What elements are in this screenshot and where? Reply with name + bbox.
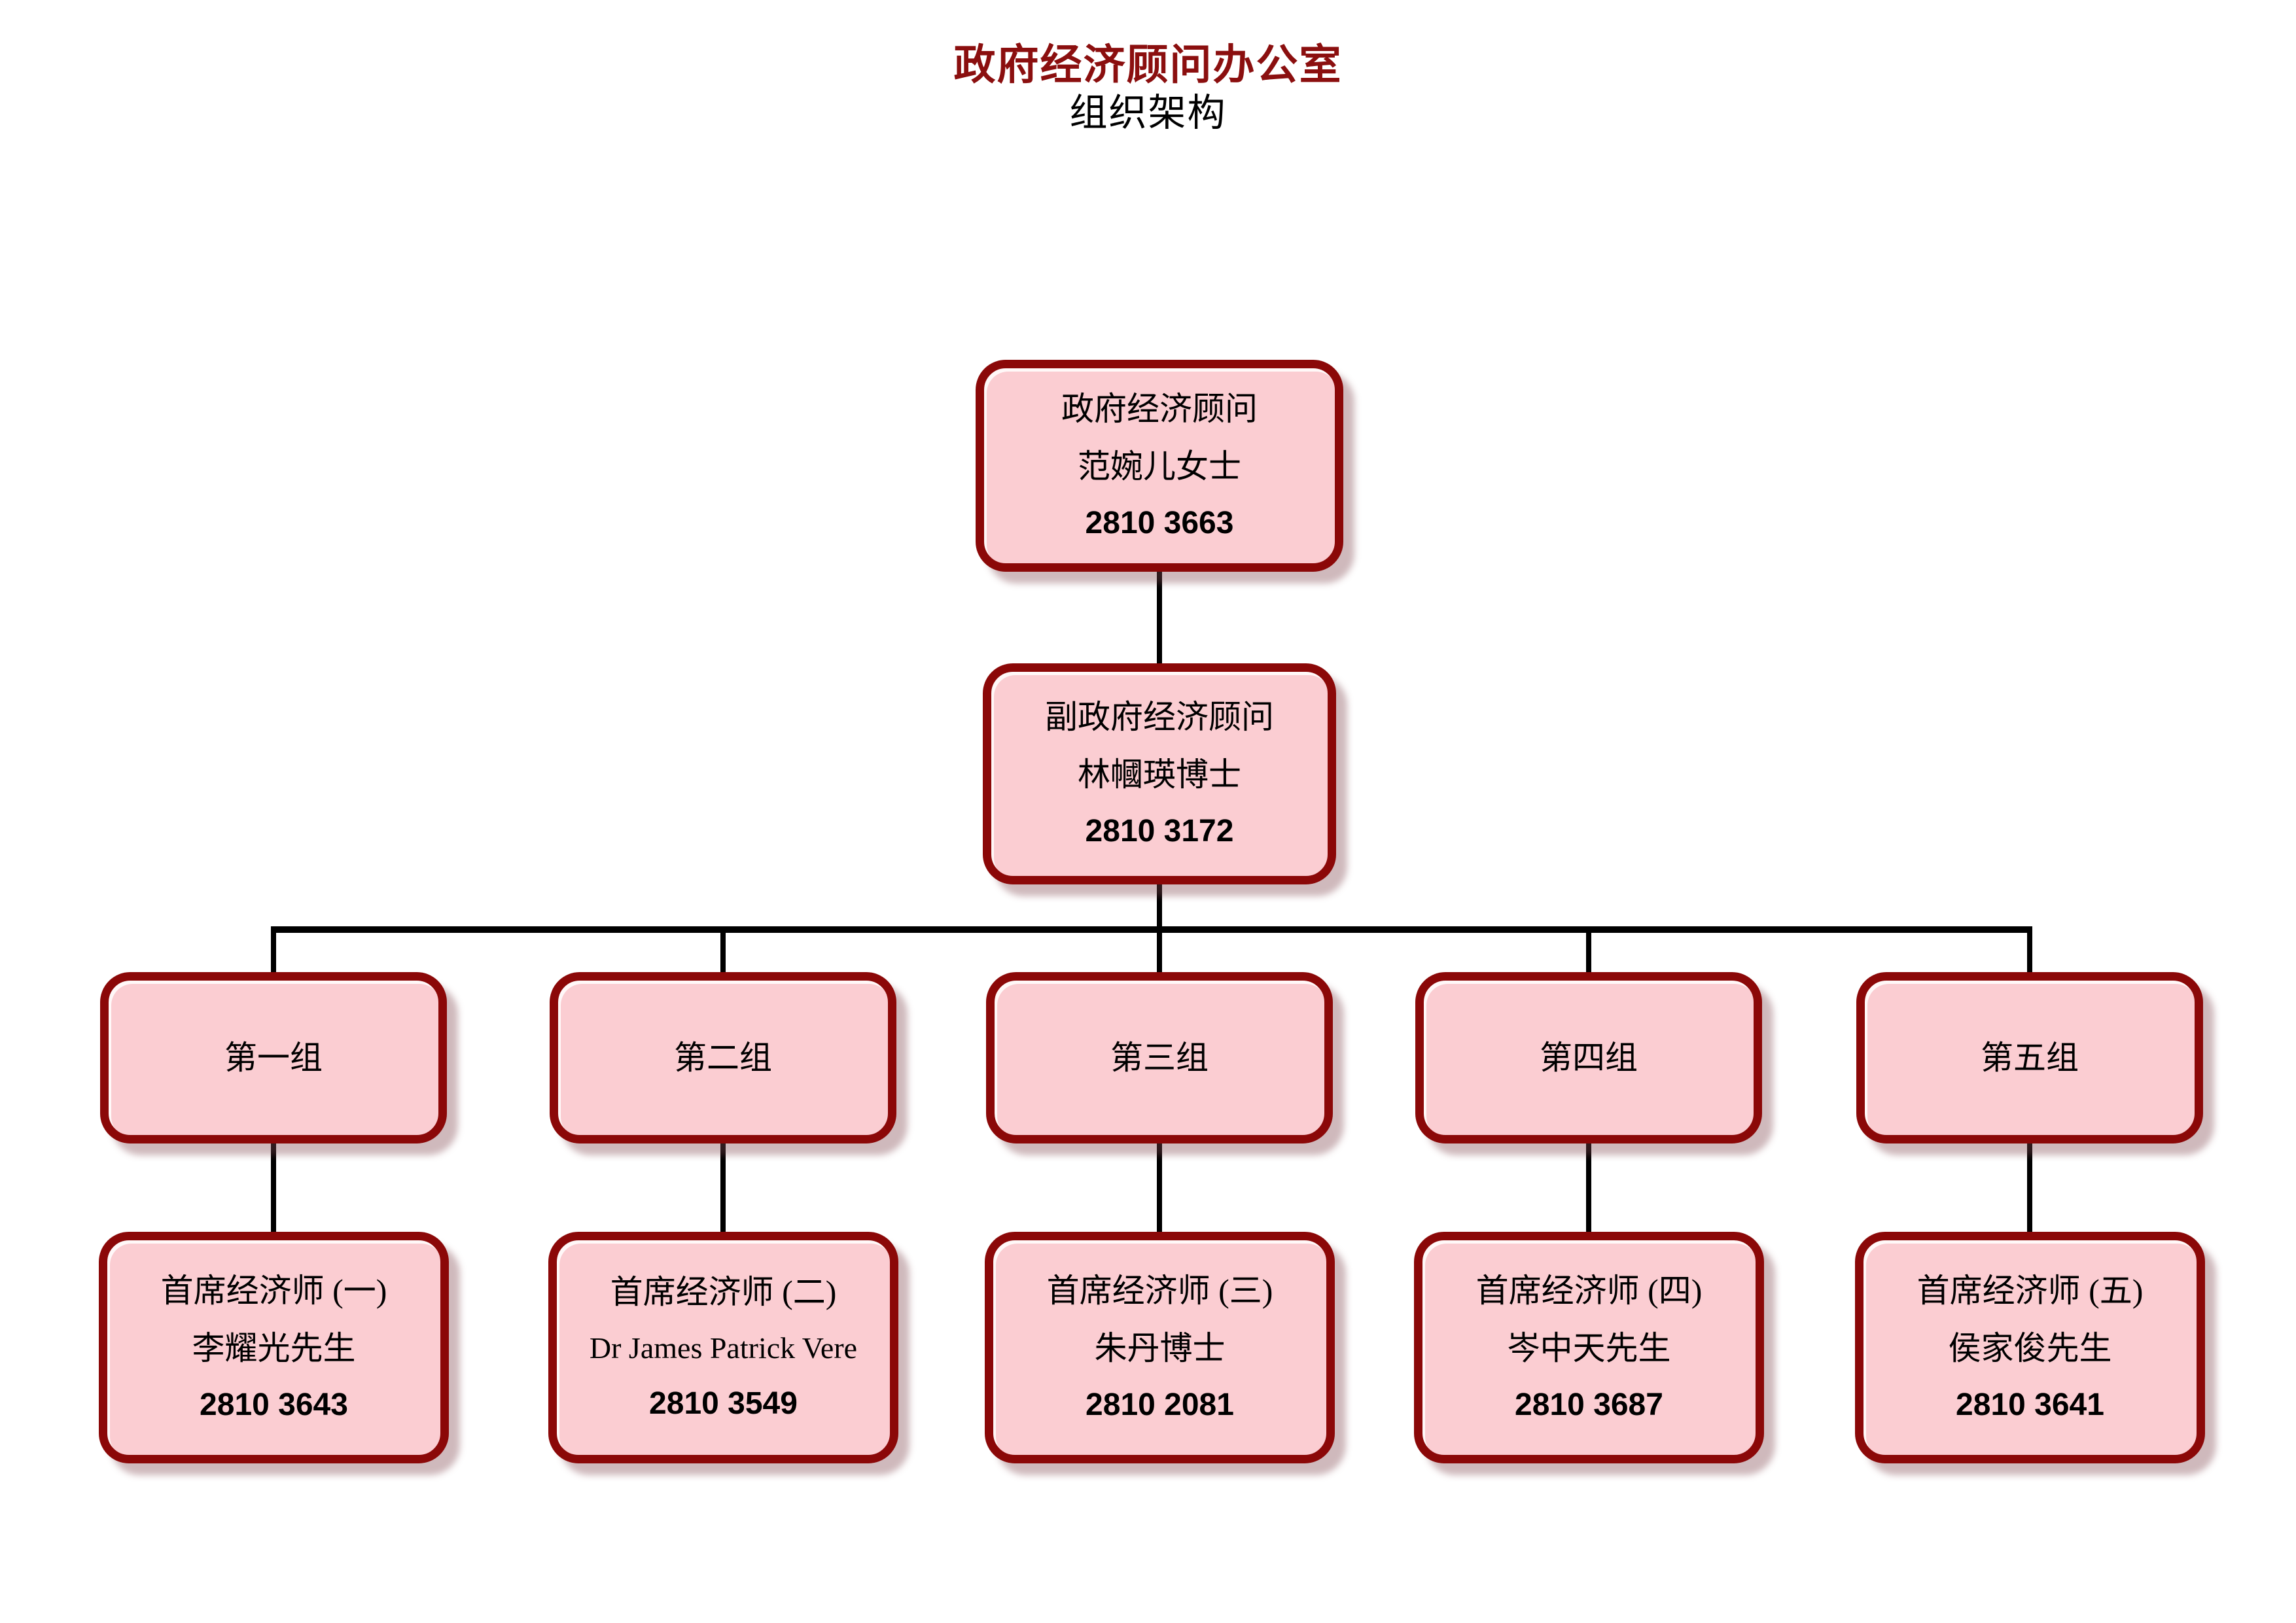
principal-economist-5-name: 侯家俊先生 — [1948, 1330, 2112, 1367]
connector-division-1-to-economist-1 — [271, 1138, 276, 1236]
node-principal-economist-2: 首席经济师 (二) Dr James Patrick Vere 2810 354… — [548, 1232, 898, 1463]
connector-bar-to-division-5 — [2027, 929, 2032, 976]
principal-economist-5-post: 首席经济师 (五) — [1916, 1272, 2144, 1309]
connector-division-4-to-economist-4 — [1586, 1138, 1591, 1236]
connector-horizontal-bar — [271, 926, 2032, 933]
division-2-label: 第二组 — [674, 1039, 772, 1076]
principal-economist-4-post: 首席经济师 (四) — [1475, 1272, 1703, 1309]
principal-economist-3-post: 首席经济师 (三) — [1046, 1272, 1273, 1309]
connector-bar-to-division-1 — [271, 929, 276, 976]
node-division-5: 第五组 — [1856, 972, 2203, 1143]
principal-economist-1-name: 李耀光先生 — [192, 1330, 356, 1367]
node-principal-economist-3: 首席经济师 (三) 朱丹博士 2810 2081 — [985, 1232, 1335, 1463]
principal-economist-1-phone: 2810 3643 — [200, 1387, 348, 1422]
node-division-3: 第三组 — [986, 972, 1333, 1143]
connector-ge-to-deputy — [1157, 568, 1162, 666]
connector-deputy-to-bar — [1157, 882, 1162, 929]
principal-economist-4-phone: 2810 3687 — [1515, 1387, 1663, 1422]
connector-bar-to-division-4 — [1586, 929, 1591, 976]
node-principal-economist-4: 首席经济师 (四) 岑中天先生 2810 3687 — [1414, 1232, 1764, 1463]
principal-economist-2-phone: 2810 3549 — [649, 1386, 798, 1421]
node-principal-economist-5: 首席经济师 (五) 侯家俊先生 2810 3641 — [1855, 1232, 2205, 1463]
division-4-label: 第四组 — [1540, 1039, 1638, 1076]
principal-economist-5-phone: 2810 3641 — [1956, 1387, 2104, 1422]
connector-division-5-to-economist-5 — [2027, 1138, 2032, 1236]
connector-division-2-to-economist-2 — [720, 1138, 726, 1236]
page-title: 政府经济顾问办公室 — [953, 42, 1343, 88]
node-division-1: 第一组 — [100, 972, 447, 1143]
connector-bar-to-division-2 — [720, 929, 726, 976]
node-deputy-government-economist: 副政府经济顾问 林幗瑛博士 2810 3172 — [983, 663, 1336, 884]
deputy-government-economist-name: 林幗瑛博士 — [1078, 756, 1241, 793]
division-3-label: 第三组 — [1110, 1039, 1209, 1076]
principal-economist-4-name: 岑中天先生 — [1507, 1330, 1671, 1367]
principal-economist-2-name: Dr James Patrick Vere — [589, 1331, 858, 1365]
division-1-label: 第一组 — [224, 1039, 323, 1076]
principal-economist-3-name: 朱丹博士 — [1094, 1330, 1226, 1367]
division-5-label: 第五组 — [1981, 1039, 2079, 1076]
node-government-economist: 政府经济顾问 范婉儿女士 2810 3663 — [976, 360, 1343, 572]
government-economist-phone: 2810 3663 — [1085, 506, 1234, 540]
connector-bar-to-division-3 — [1157, 929, 1162, 976]
node-division-2: 第二组 — [550, 972, 896, 1143]
deputy-government-economist-post: 副政府经济顾问 — [1045, 699, 1274, 735]
node-division-4: 第四组 — [1415, 972, 1762, 1143]
deputy-government-economist-phone: 2810 3172 — [1085, 814, 1234, 848]
page-subtitle: 组织架构 — [1069, 92, 1227, 134]
principal-economist-2-post: 首席经济师 (二) — [610, 1274, 837, 1310]
government-economist-name: 范婉儿女士 — [1078, 448, 1241, 485]
node-principal-economist-1: 首席经济师 (一) 李耀光先生 2810 3643 — [99, 1232, 449, 1463]
principal-economist-1-post: 首席经济师 (一) — [160, 1272, 387, 1309]
principal-economist-3-phone: 2810 2081 — [1086, 1387, 1234, 1422]
connector-division-3-to-economist-3 — [1157, 1138, 1162, 1236]
government-economist-post: 政府经济顾问 — [1061, 391, 1258, 427]
